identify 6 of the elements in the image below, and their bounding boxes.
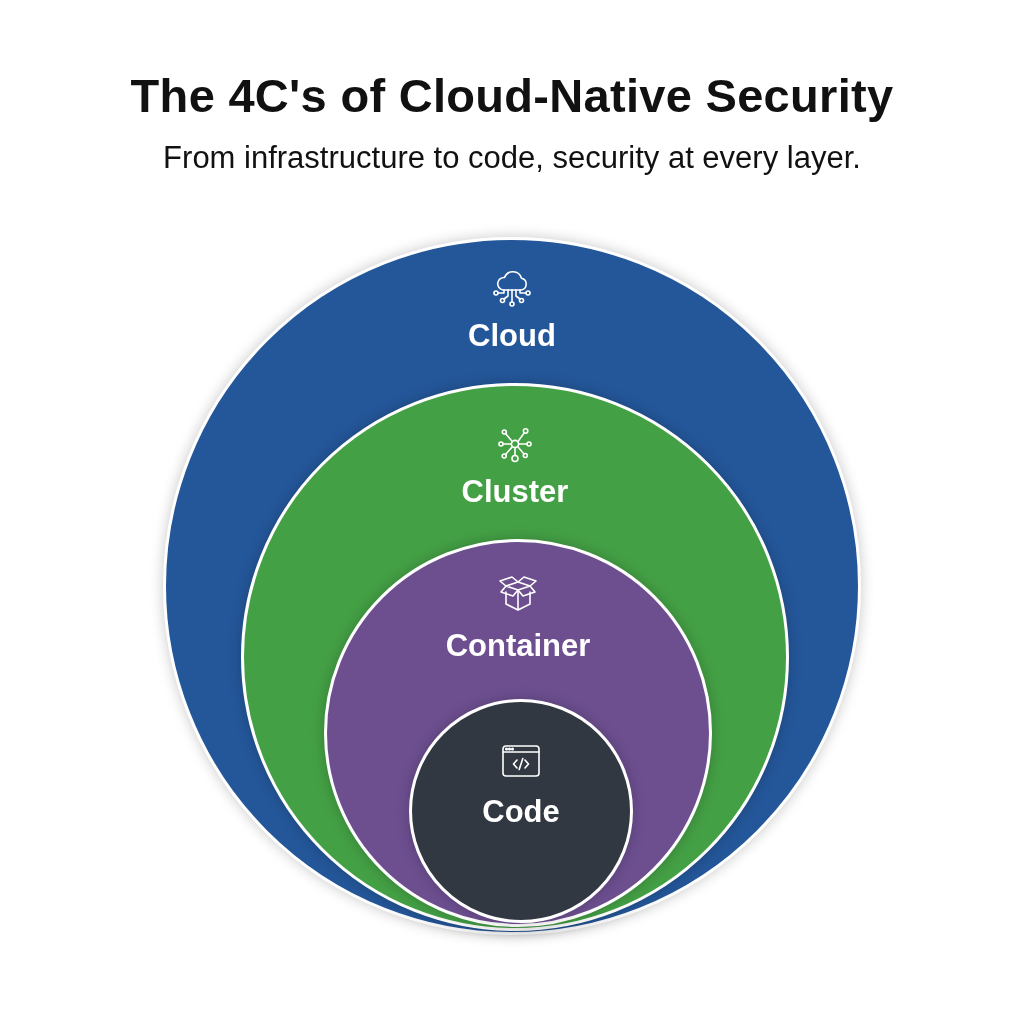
layer-label: Cloud — [468, 318, 556, 354]
layer-label: Container — [445, 628, 591, 664]
layer-label: Cluster — [461, 474, 569, 510]
title: The 4C's of Cloud-Native Security — [130, 68, 894, 123]
subtitle: From infrastructure to code, security at every layer. — [163, 140, 861, 176]
layer-label: Code — [482, 794, 560, 830]
